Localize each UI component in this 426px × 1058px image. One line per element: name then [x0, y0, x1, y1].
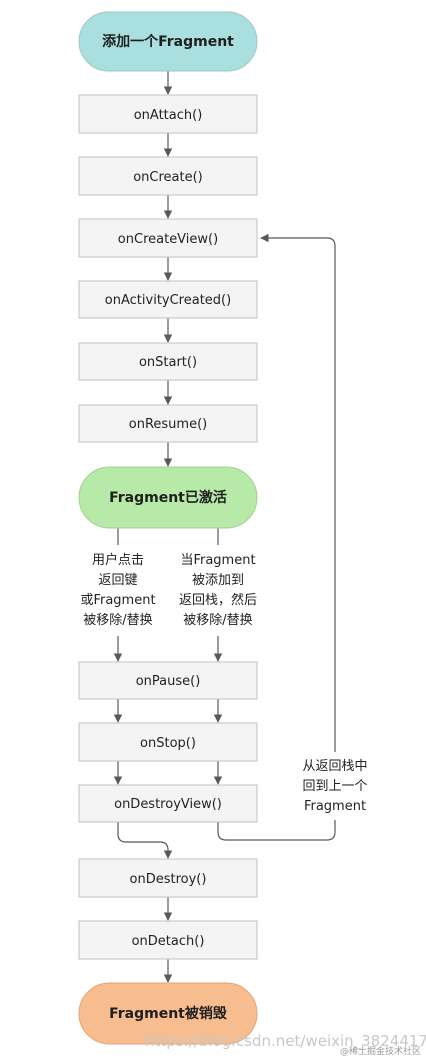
branch-label-line: 用户点击: [92, 552, 144, 568]
return-label-line: Fragment: [304, 799, 366, 814]
step-label: onActivityCreated(): [105, 293, 231, 308]
step-label: onCreateView(): [118, 232, 218, 247]
step-on-activity-created: onActivityCreated(): [78, 280, 258, 319]
step-on-create: onCreate(): [78, 156, 258, 196]
branch-label-line: 返回键: [98, 573, 137, 588]
step-on-attach: onAttach(): [78, 94, 258, 134]
step-on-start: onStart(): [78, 342, 258, 381]
step-on-stop: onStop(): [78, 722, 258, 762]
branch-label-line: 被移除/替换: [83, 613, 152, 628]
watermark-site: @稀土掘金技术社区: [340, 1045, 421, 1057]
step-label: onDestroy(): [130, 872, 207, 887]
step-on-detach: onDetach(): [78, 920, 258, 960]
start-node: 添加一个Fragment: [78, 11, 258, 72]
active-node-label: Fragment已激活: [109, 489, 227, 506]
connectors: [113, 71, 336, 983]
step-on-destroy: onDestroy(): [78, 858, 258, 898]
end-node-label: Fragment被销毁: [109, 1005, 228, 1022]
step-on-resume: onResume(): [78, 404, 258, 443]
left-branch-label: 用户点击 返回键 或Fragment 被移除/替换: [80, 552, 155, 628]
step-label: onStart(): [139, 355, 197, 370]
step-on-pause: onPause(): [78, 661, 258, 700]
step-label: onCreate(): [133, 170, 203, 185]
end-node: Fragment被销毁: [78, 982, 258, 1045]
step-on-destroy-view: onDestroyView(): [78, 784, 258, 823]
branch-label-line: 被添加到: [192, 573, 244, 588]
watermark-url: https://blog.csdn.net/weixin_38244174: [145, 1032, 426, 1051]
branch-label-line: 当Fragment: [180, 553, 255, 568]
active-node: Fragment已激活: [78, 466, 258, 529]
step-label: onPause(): [136, 674, 201, 689]
return-label-line: 从返回栈中: [302, 759, 367, 774]
branch-label-line: 或Fragment: [80, 593, 155, 608]
branch-label-line: 返回栈，然后: [179, 592, 257, 608]
return-label: 从返回栈中 回到上一个 Fragment: [290, 752, 380, 820]
step-on-create-view: onCreateView(): [78, 218, 258, 258]
step-label: onStop(): [140, 736, 196, 751]
step-label: onDestroyView(): [114, 797, 222, 812]
step-label: onResume(): [129, 417, 207, 432]
step-label: onAttach(): [134, 108, 203, 123]
step-label: onDetach(): [132, 934, 205, 949]
start-node-label: 添加一个Fragment: [102, 33, 234, 50]
branch-label-line: 被移除/替换: [183, 613, 252, 628]
return-label-line: 回到上一个: [302, 779, 367, 794]
right-branch-label: 当Fragment 被添加到 返回栈，然后 被移除/替换: [179, 553, 257, 628]
